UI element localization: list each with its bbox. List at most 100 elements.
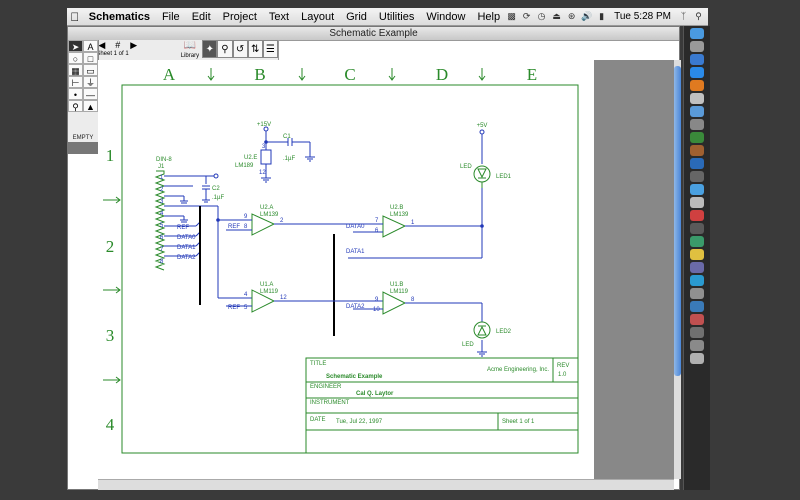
- probe-tool-icon[interactable]: ⚲: [68, 100, 83, 112]
- messages-icon[interactable]: [690, 106, 704, 117]
- ground-tool-icon[interactable]: ⏚: [83, 76, 98, 88]
- spotlight-icon[interactable]: ⚲: [695, 11, 702, 21]
- firefox-icon[interactable]: [690, 80, 704, 91]
- flip-icon[interactable]: ⇅: [247, 40, 263, 58]
- menu-text[interactable]: Text: [268, 10, 290, 23]
- u2b-pin1: 1: [411, 220, 415, 226]
- disk-utility-icon[interactable]: [690, 288, 704, 299]
- row-label-1: 1: [106, 146, 115, 165]
- u1a-pin12: 12: [280, 295, 287, 301]
- part-tool-icon[interactable]: ▦: [68, 64, 83, 76]
- junction-dot-u2a: [216, 218, 220, 222]
- menu-bar:  Schematics File Edit Project Text Layo…: [67, 8, 708, 26]
- rounded-rect-tool-icon[interactable]: ▭: [83, 64, 98, 76]
- palette-empty-label: EMPTY: [72, 135, 94, 141]
- row-label-3: 3: [106, 326, 115, 345]
- dashboard-icon[interactable]: [690, 41, 704, 52]
- eject-icon[interactable]: ⏏: [552, 11, 561, 21]
- schematics-app-icon[interactable]: [690, 314, 704, 325]
- row-label-2: 2: [106, 237, 115, 256]
- skype-icon[interactable]: [690, 275, 704, 286]
- title-block-company: Acme Engineering, Inc.: [487, 367, 549, 373]
- photo-booth-icon[interactable]: [690, 210, 704, 221]
- u2e-pin12: 12: [259, 170, 266, 176]
- textedit-icon[interactable]: [690, 197, 704, 208]
- apple-icon[interactable]: : [67, 10, 83, 24]
- grid-icon[interactable]: #: [115, 40, 121, 50]
- sync-icon[interactable]: ⟳: [522, 11, 531, 21]
- u1b-label: U1.B: [390, 282, 403, 288]
- u2a-ref: REF: [228, 224, 240, 230]
- arrow-tool-icon[interactable]: ➤: [68, 40, 83, 52]
- column-label-c: C: [344, 65, 355, 84]
- menu-clock[interactable]: Tue 5:28 PM: [614, 11, 671, 22]
- spaces-icon[interactable]: ▩: [507, 11, 516, 21]
- menu-utilities[interactable]: Utilities: [378, 10, 415, 23]
- xcode-icon[interactable]: [690, 184, 704, 195]
- zoom-icon[interactable]: ⚲: [217, 40, 233, 58]
- volume-icon[interactable]: 🔊: [581, 11, 593, 21]
- menu-layout[interactable]: Layout: [301, 10, 335, 23]
- finder-icon[interactable]: [690, 28, 704, 39]
- menu-app[interactable]: Schematics: [88, 10, 150, 23]
- menu-project[interactable]: Project: [222, 10, 257, 23]
- calculator-icon[interactable]: [690, 301, 704, 312]
- menu-grid[interactable]: Grid: [346, 10, 367, 23]
- c1-value: .1µF: [283, 156, 295, 162]
- wire-tool-icon[interactable]: ✦: [202, 40, 218, 58]
- led2-type: LED: [462, 342, 474, 348]
- airport-icon[interactable]: ⊛: [567, 11, 576, 21]
- folder-icon[interactable]: [690, 327, 704, 338]
- rect-tool-icon[interactable]: □: [83, 52, 98, 64]
- junction-tool-icon[interactable]: •: [68, 88, 83, 100]
- u2e-wiring: [260, 126, 315, 183]
- bluetooth-icon[interactable]: ᛉ: [680, 11, 687, 21]
- time-machine-icon[interactable]: ◷: [537, 11, 546, 21]
- wire-draw-tool-icon[interactable]: ⊢: [68, 76, 83, 88]
- prev-sheet-icon[interactable]: ◀: [98, 40, 106, 50]
- row-markers: [103, 196, 121, 384]
- u2a-symbol: [251, 213, 276, 236]
- maps-icon[interactable]: [690, 236, 704, 247]
- c2-value: .1µF: [212, 195, 224, 201]
- mail-icon[interactable]: [690, 54, 704, 65]
- rotate-icon[interactable]: ↺: [232, 40, 248, 58]
- library-button[interactable]: 📖 Library: [178, 40, 203, 60]
- title-block-title-label: TITLE: [310, 361, 326, 367]
- bus-tool-icon[interactable]: —: [83, 88, 98, 100]
- title-block-engineer-label: ENGINEER: [310, 384, 342, 390]
- vertical-scroll-thumb[interactable]: [674, 66, 681, 376]
- schematic-canvas[interactable]: A B C D E 1 2 3 4 +15V: [98, 60, 592, 479]
- title-block-engineer: Cal Q. Laytor: [356, 391, 394, 397]
- downloads-icon[interactable]: [690, 340, 704, 351]
- menu-file[interactable]: File: [161, 10, 180, 23]
- label-tool-icon[interactable]: ▲: [83, 100, 98, 112]
- safari-icon[interactable]: [690, 67, 704, 78]
- menu-edit[interactable]: Edit: [191, 10, 211, 23]
- activity-monitor-icon[interactable]: [690, 223, 704, 234]
- preview-icon[interactable]: [690, 119, 704, 130]
- notes-icon[interactable]: [690, 249, 704, 260]
- j1-label: J1: [158, 164, 165, 170]
- menu-window[interactable]: Window: [426, 10, 466, 23]
- text-tool-icon[interactable]: A: [83, 40, 98, 52]
- vertical-scrollbar[interactable]: [674, 60, 681, 479]
- terminal-icon[interactable]: [690, 132, 704, 143]
- list-icon[interactable]: ☰: [262, 40, 278, 58]
- menu-help[interactable]: Help: [477, 10, 501, 23]
- app-store-icon[interactable]: [690, 158, 704, 169]
- next-sheet-icon[interactable]: ▶: [130, 40, 138, 50]
- itunes-icon[interactable]: [690, 145, 704, 156]
- ical-icon[interactable]: [690, 93, 704, 104]
- horizontal-scrollbar[interactable]: [98, 479, 674, 490]
- led2-symbol: [473, 321, 491, 339]
- trash-icon[interactable]: [690, 353, 704, 364]
- system-preferences-icon[interactable]: [690, 171, 704, 182]
- circle-tool-icon[interactable]: ○: [68, 52, 83, 64]
- title-block-sheet: Sheet 1 of 1: [502, 419, 535, 425]
- keynote-icon[interactable]: [690, 262, 704, 273]
- plus5v-label: +5V: [477, 123, 488, 129]
- battery-icon[interactable]: ▮: [599, 11, 605, 21]
- title-block-date: Tue, Jul 22, 1997: [336, 419, 383, 425]
- u1b-wiring: [353, 302, 483, 316]
